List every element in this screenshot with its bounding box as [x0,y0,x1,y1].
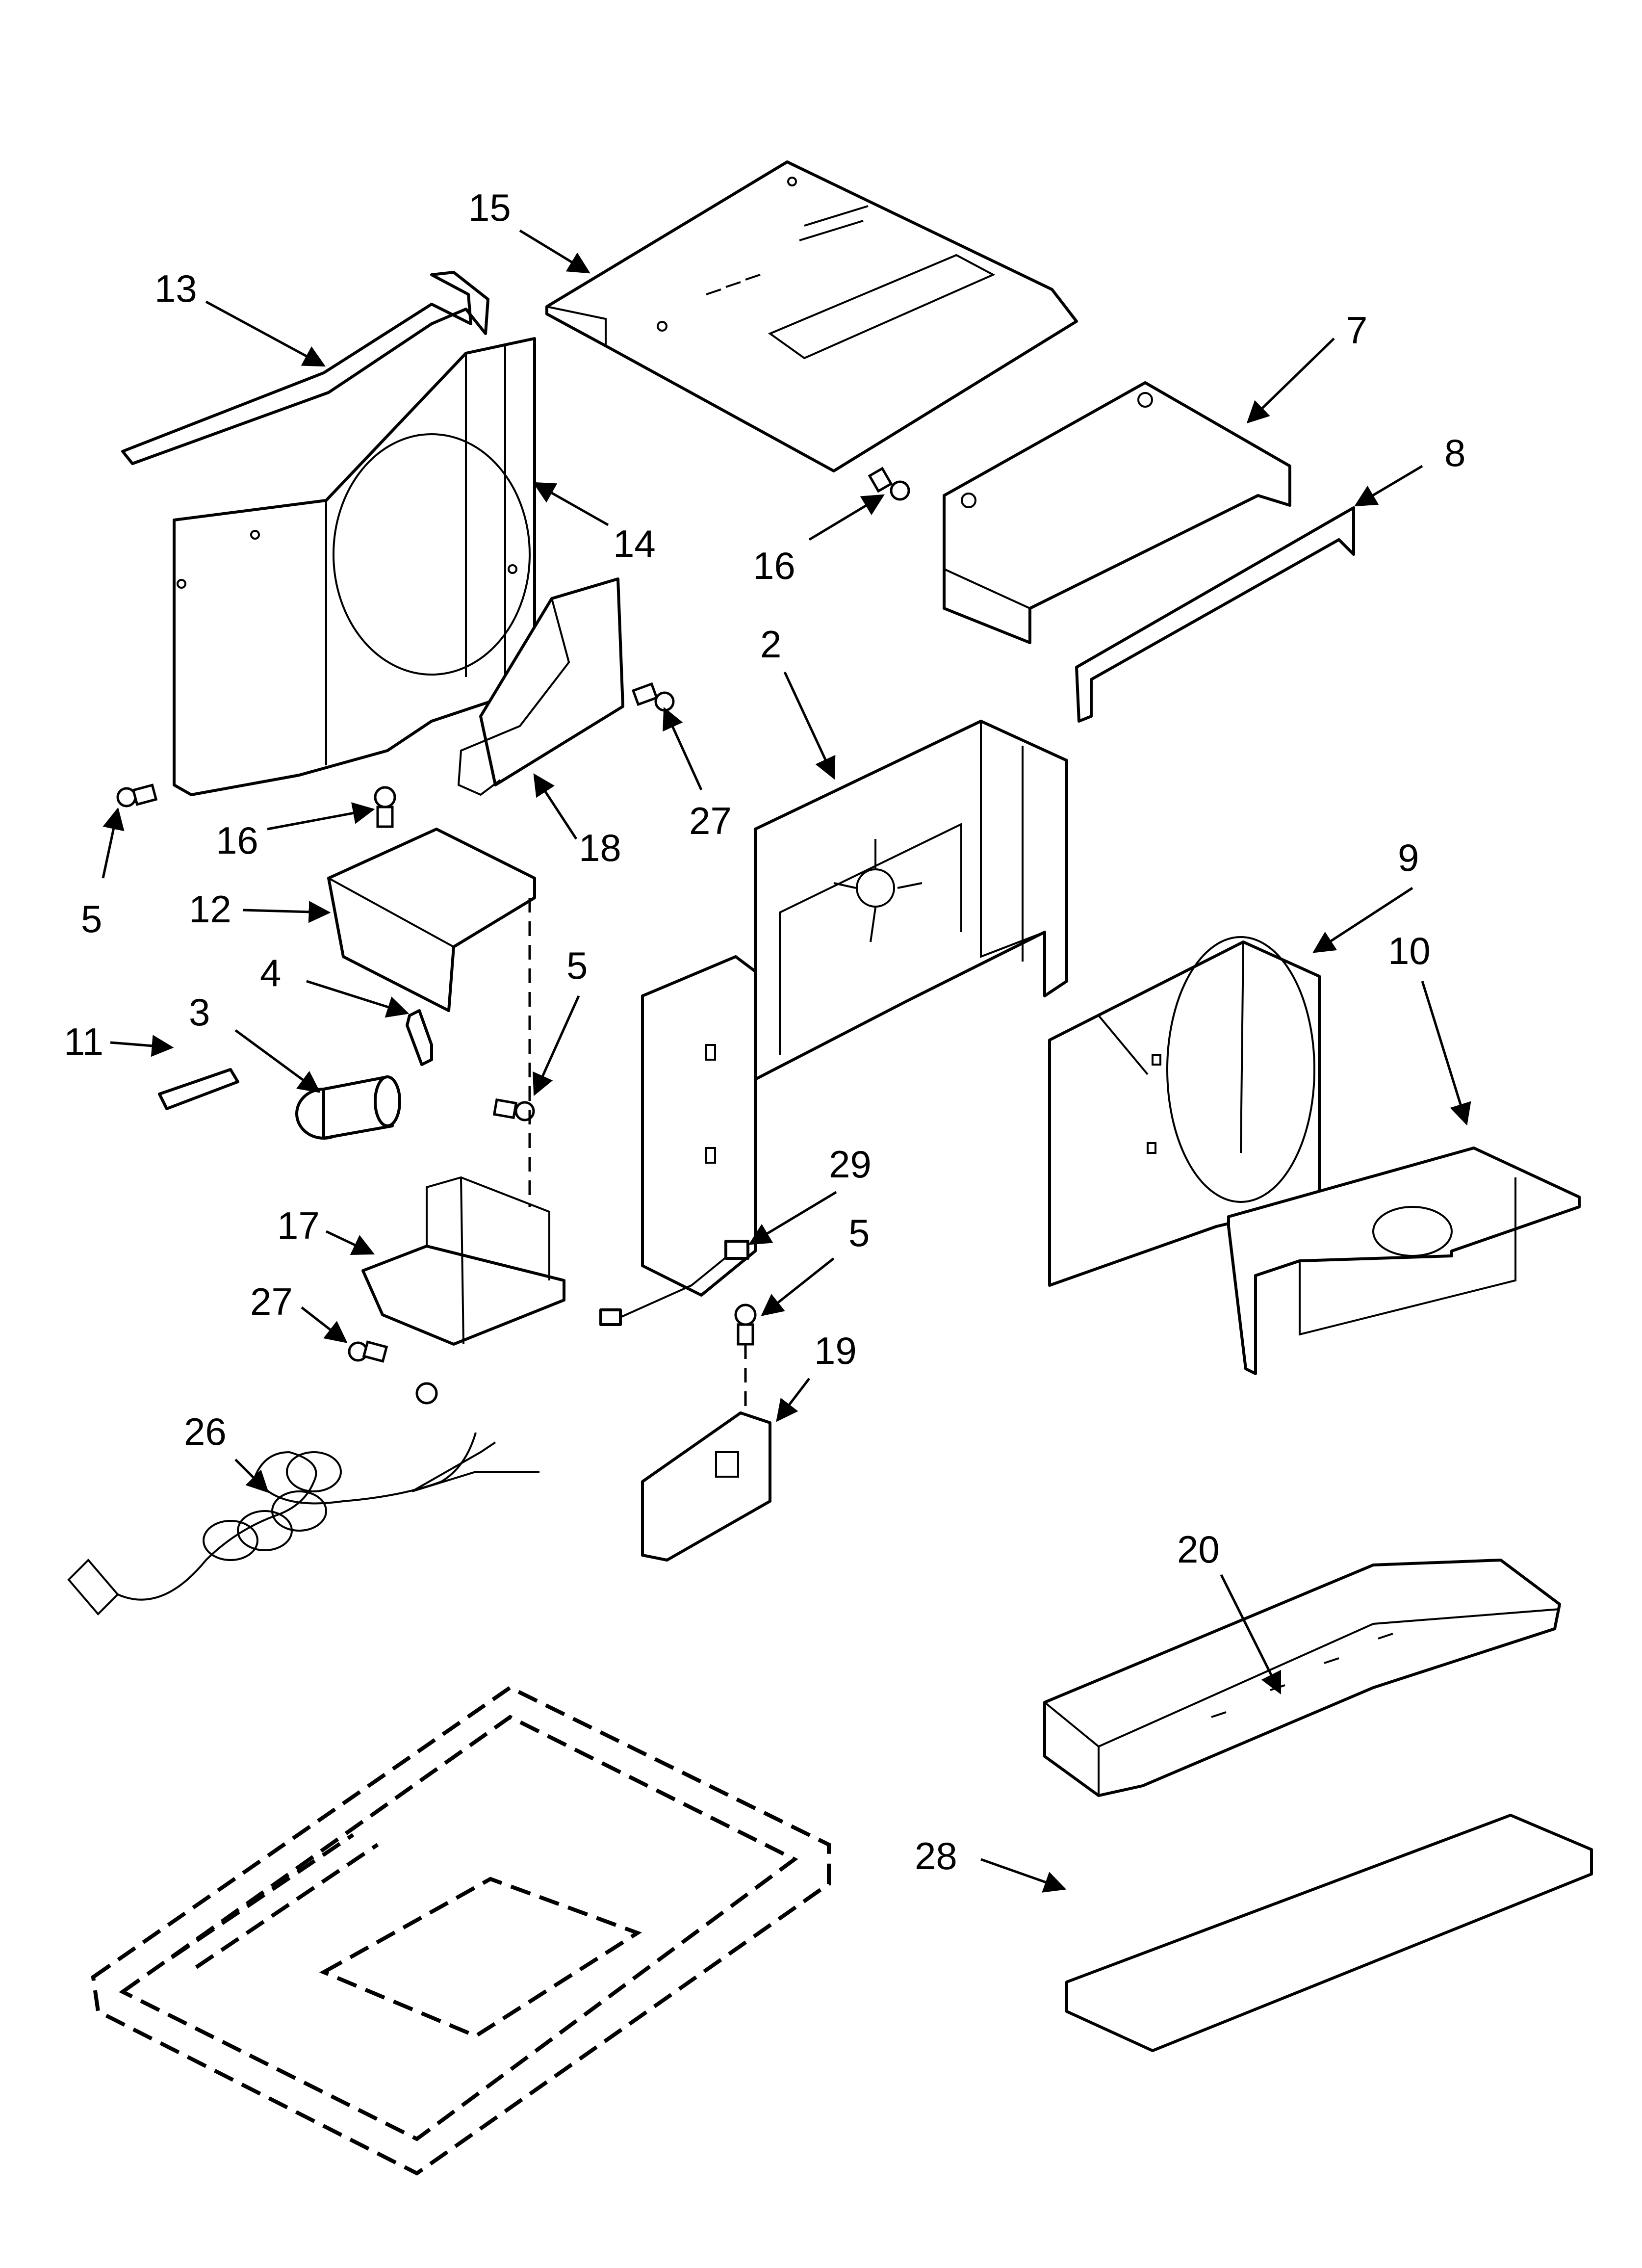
part-foam-pad [158,1068,239,1110]
callout-5-board: 5 [848,1211,870,1254]
part-gasket-strip [121,271,489,465]
part-rear-frame [1227,1147,1581,1375]
part-fan-housing [1048,936,1321,1287]
callout-12: 12 [189,887,231,931]
screw-27-lower [348,1340,388,1363]
callout-3: 3 [189,991,210,1034]
callout-13: 13 [154,267,197,310]
callout-7: 7 [1346,309,1367,352]
callout-11: 11 [64,1020,103,1063]
callout-5-box: 5 [566,944,588,987]
callout-9: 9 [1398,836,1419,879]
callout-28: 28 [915,1834,957,1877]
base-pan-outline [91,1685,831,2176]
callout-4: 4 [260,951,281,994]
screw-5-board [734,1303,757,1346]
callout-10: 10 [1388,929,1431,972]
part-fan-shroud [173,337,536,796]
callout-14: 14 [613,522,656,565]
leader-lines [102,229,1471,1893]
part-control-board [641,1411,771,1562]
part-capacitor-strap [406,1009,433,1066]
part-partition [641,720,1068,1297]
callout-5-left: 5 [81,897,102,940]
part-capacitor [295,1075,401,1140]
callout-29: 29 [829,1143,872,1186]
screw-5-box [492,1098,535,1121]
callout-18: 18 [579,826,621,869]
callout-27-lower: 27 [250,1280,293,1323]
part-control-bracket [361,1176,565,1346]
part-power-cord [67,1432,539,1616]
callout-26: 26 [184,1410,227,1453]
part-top-housing [943,381,1291,644]
part-top-cover [545,160,1078,472]
part-control-box-cover [327,828,536,1012]
callout-17: 17 [277,1204,320,1247]
part-shroud-bracket [457,577,624,796]
part-wire-harness [599,1240,749,1326]
callout-20: 20 [1177,1528,1220,1571]
screw-16-box [374,786,396,828]
callout-8: 8 [1444,431,1465,474]
callout-15: 15 [468,186,511,229]
callout-19: 19 [814,1329,857,1372]
callout-16-top: 16 [753,544,795,587]
screw-ring-terminal [415,1382,438,1405]
screw-5-left [116,783,158,808]
screw-27-upper [631,682,675,712]
screw-16-top [868,467,910,501]
callout-27-upper: 27 [689,799,732,842]
callout-labels: 15 13 7 8 14 16 2 27 18 5 16 12 9 10 4 5… [64,186,1465,1877]
part-filter [1065,1814,1593,2052]
part-drain-pan [1043,1559,1561,1797]
callout-16-box: 16 [216,819,258,862]
part-seal-strip [1075,506,1355,723]
callout-2: 2 [760,623,781,666]
